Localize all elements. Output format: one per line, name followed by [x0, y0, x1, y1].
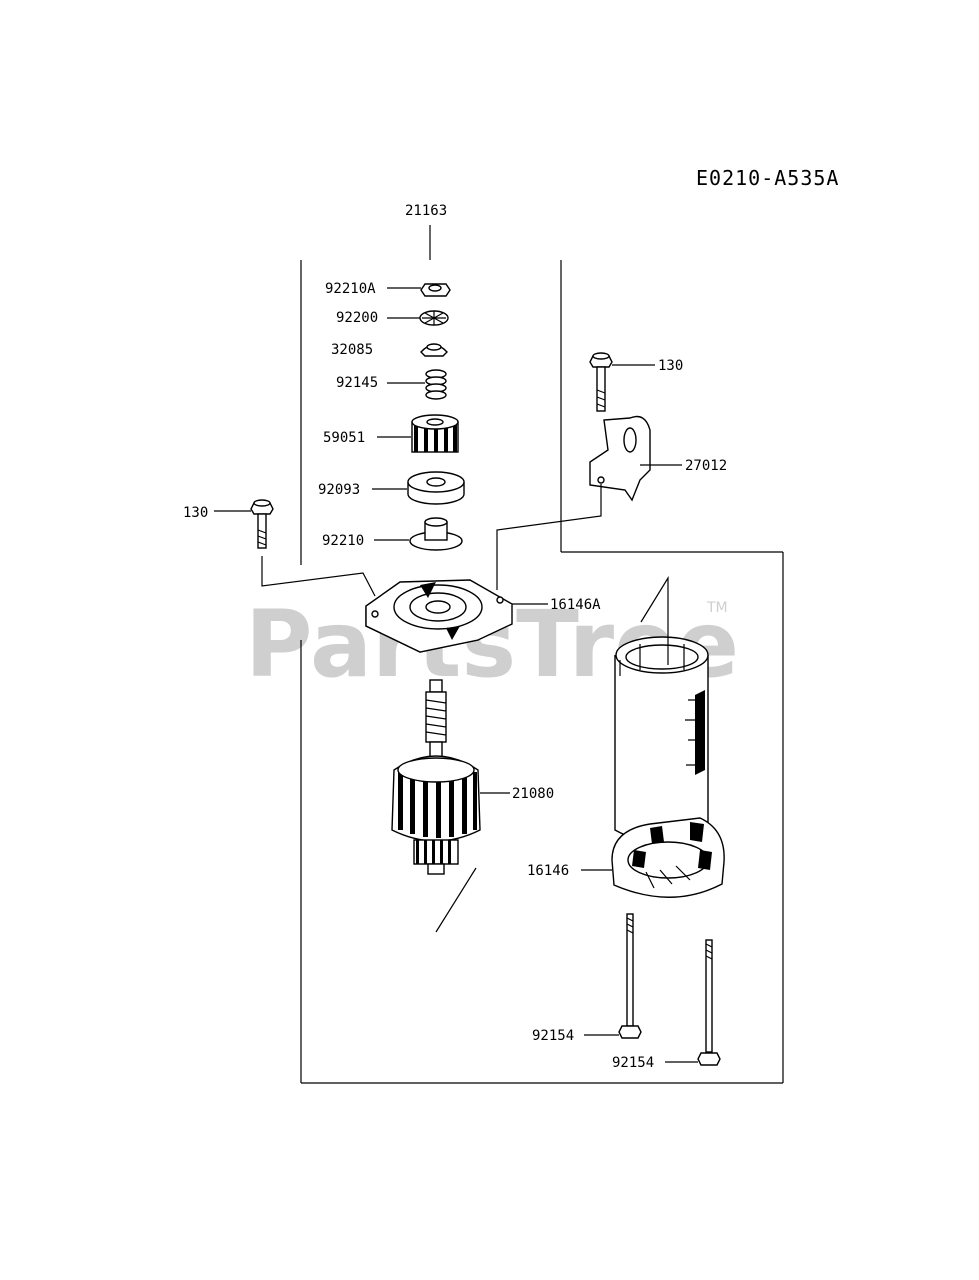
part-washer-92093[interactable]: [372, 471, 465, 505]
part-nut-92210A[interactable]: [387, 283, 451, 297]
part-bolt-130-right[interactable]: [589, 352, 655, 412]
part-armature-21080[interactable]: [391, 679, 510, 933]
label-59051: 59051: [323, 430, 365, 446]
label-21080: 21080: [512, 786, 554, 802]
frame-lines: [300, 225, 784, 1084]
part-bolt-130-left[interactable]: [214, 499, 376, 597]
part-yoke-housing[interactable]: [614, 575, 709, 844]
label-92210: 92210: [322, 533, 364, 549]
watermark-trademark: TM: [706, 600, 728, 616]
part-brush-holder-16146[interactable]: [581, 817, 725, 898]
label-130-left: 130: [183, 505, 208, 521]
part-spring-92145[interactable]: [387, 369, 447, 400]
part-gear-59051[interactable]: [377, 414, 459, 453]
label-130-right: 130: [658, 358, 683, 374]
part-bracket-27012[interactable]: [496, 415, 682, 591]
part-collar-32085[interactable]: [420, 343, 448, 357]
label-16146A: 16146A: [550, 597, 601, 613]
label-92210A: 92210A: [325, 281, 376, 297]
label-92154-a: 92154: [532, 1028, 574, 1044]
part-through-bolt-92154-b[interactable]: [665, 939, 721, 1066]
diagram-code: E0210-A535A: [696, 166, 839, 190]
label-21163: 21163: [405, 203, 447, 219]
label-92145: 92145: [336, 375, 378, 391]
part-cover-16146A[interactable]: [365, 579, 548, 653]
part-nut-92210[interactable]: [374, 517, 463, 551]
label-32085: 32085: [331, 342, 373, 358]
part-washer-92200[interactable]: [387, 310, 449, 326]
label-92154-b: 92154: [612, 1055, 654, 1071]
part-through-bolt-92154-a[interactable]: [584, 913, 642, 1039]
label-92200: 92200: [336, 310, 378, 326]
label-16146: 16146: [527, 863, 569, 879]
label-27012: 27012: [685, 458, 727, 474]
label-92093: 92093: [318, 482, 360, 498]
